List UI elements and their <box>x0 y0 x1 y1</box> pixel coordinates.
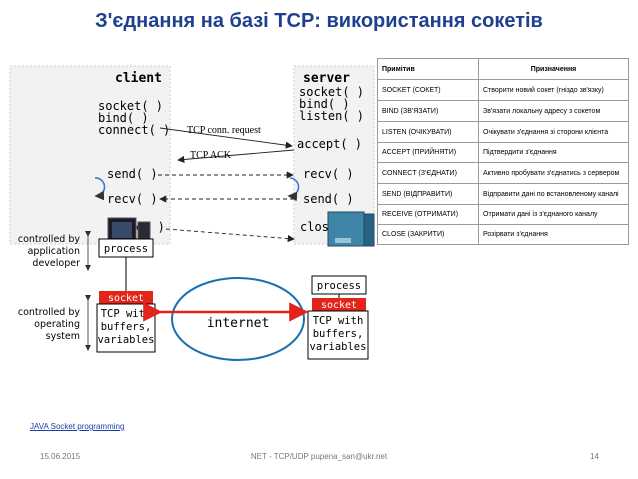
table-cell-purpose: Очікувати з'єднання зі сторони клієнта <box>478 121 629 143</box>
server-process-label: process <box>317 280 361 292</box>
client-tcp-line-2: buffers, <box>101 321 152 333</box>
os-controlled-label-2: operating <box>34 319 80 330</box>
client-socket-label: socket <box>108 293 144 304</box>
table-header-purpose: Призначення <box>478 58 629 80</box>
server-accept-call: accept( ) <box>297 137 362 151</box>
table-cell-primitive: ACCEPT (ПРИЙНЯТИ) <box>377 142 479 163</box>
table-row: BIND (ЗВ'ЯЗАТИ) Зв'язати локальну адресу… <box>377 100 629 122</box>
server-socket-call: socket( ) <box>299 85 364 99</box>
table-row: SOCKET (СОКЕТ) Створити новий сокет (гні… <box>377 79 629 101</box>
table-row: SEND (ВІДПРАВИТИ) Відправити дані по вст… <box>377 183 629 205</box>
java-socket-link[interactable]: JAVA Socket programming <box>30 422 125 431</box>
primitives-table: Примітив Призначення SOCKET (СОКЕТ) Ство… <box>377 58 629 245</box>
server-tower-icon <box>327 211 375 247</box>
conn-request-arrow <box>159 127 293 149</box>
footer-page-number: 14 <box>590 452 599 461</box>
client-bind-call: bind( ) <box>98 111 149 125</box>
client-tcp-line-3: variables <box>98 334 155 346</box>
ack-label: TCP ACK <box>190 150 232 161</box>
server-tcp-line-1: TCP with <box>313 315 364 327</box>
server-socket-bar <box>312 298 366 311</box>
table-row: CONNECT (З'ЄДНАТИ) Активно пробувати з'є… <box>377 162 629 184</box>
table-cell-primitive: CLOSE (ЗАКРИТИ) <box>377 224 479 245</box>
server-socket-label: socket <box>321 300 357 311</box>
table-cell-purpose: Отримати дані із з'єднаного каналу <box>478 204 629 225</box>
app-controlled-label-3: developer <box>32 258 80 269</box>
close-arrow <box>165 228 295 243</box>
os-controlled-label-3: system <box>46 331 80 342</box>
client-tcp-line-1: TCP with <box>101 308 152 320</box>
table-row: LISTEN (ОЧІКУВАТИ) Очікувати з'єднання з… <box>377 121 629 143</box>
client-socket-call: socket( ) <box>98 99 163 113</box>
table-cell-purpose: Відправити дані по встановленому каналі <box>478 183 629 205</box>
table-cell-primitive: RECEIVE (ОТРИМАТИ) <box>377 204 479 225</box>
server-tcp-line-3: variables <box>310 341 367 353</box>
table-cell-primitive: CONNECT (З'ЄДНАТИ) <box>377 162 479 184</box>
server-recv-call: recv( ) <box>303 167 354 181</box>
slide-title: З'єднання на базі TCP: використання соке… <box>95 10 543 32</box>
server-listen-call: listen( ) <box>299 109 364 123</box>
server-tcp-box <box>307 310 369 360</box>
table-row: CLOSE (ЗАКРИТИ) Розірвати з'єднання <box>377 224 629 245</box>
internet-label: internet <box>207 316 270 331</box>
os-controlled-label-1: controlled by <box>18 307 80 318</box>
table-header-primitive: Примітив <box>377 58 479 80</box>
client-socket-bar <box>99 291 153 304</box>
client-process-label: process <box>104 243 148 255</box>
table-row: RECEIVE (ОТРИМАТИ) Отримати дані із з'єд… <box>377 204 629 225</box>
ack-arrow <box>177 149 295 164</box>
table-cell-purpose: Зв'язати локальну адресу з сокетом <box>478 100 629 122</box>
client-loop-icon <box>94 177 106 201</box>
server-heading: server <box>303 71 350 86</box>
footer-date: 15.06.2015 <box>40 452 81 461</box>
table-cell-purpose: Активно пробувати з'єднатись з сервером <box>478 162 629 184</box>
conn-request-label: TCP conn. request <box>187 125 261 136</box>
table-cell-primitive: BIND (ЗВ'ЯЗАТИ) <box>377 100 479 122</box>
client-send-call: send( ) <box>107 167 158 181</box>
app-controlled-label-2: application <box>28 246 80 257</box>
client-heading: client <box>115 71 162 86</box>
table-cell-purpose: Підтвердити з'єднання <box>478 142 629 163</box>
table-cell-purpose: Створити новий сокет (гніздо зв'язку) <box>478 79 629 101</box>
table-cell-primitive: SOCKET (СОКЕТ) <box>377 79 479 101</box>
server-tcp-line-2: buffers, <box>313 328 364 340</box>
client-panel <box>9 65 171 245</box>
client-connect-call: connect( ) <box>98 123 170 137</box>
server-bind-call: bind( ) <box>299 97 350 111</box>
table-cell-primitive: SEND (ВІДПРАВИТИ) <box>377 183 479 205</box>
table-row: ACCEPT (ПРИЙНЯТИ) Підтвердити з'єднання <box>377 142 629 163</box>
client-recv-call: recv( ) <box>107 192 158 206</box>
server-loop-icon <box>287 177 300 202</box>
table-cell-primitive: LISTEN (ОЧІКУВАТИ) <box>377 121 479 143</box>
app-controlled-label-1: controlled by <box>18 234 80 245</box>
table-cell-purpose: Розірвати з'єднання <box>478 224 629 245</box>
table-header-row: Примітив Призначення <box>377 58 629 80</box>
footer-center: NET - TCP/UDP pupena_san@ukr.net <box>250 452 388 461</box>
server-send-call: send( ) <box>303 192 354 206</box>
